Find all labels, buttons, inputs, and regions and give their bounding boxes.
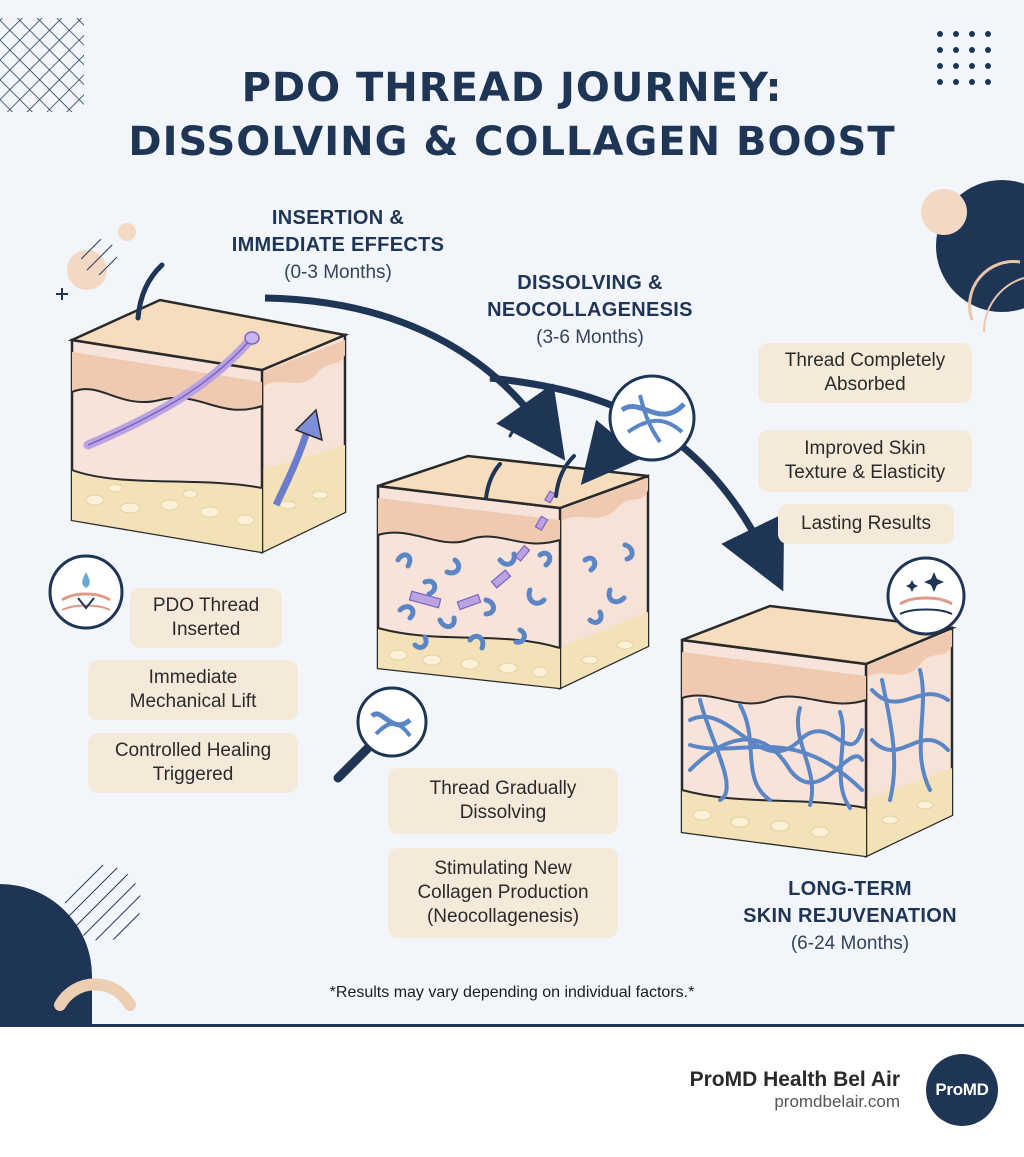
stage-3-heading-line-2: SKIN REJUVENATION: [743, 905, 957, 927]
stage-1-heading-line-1: INSERTION &: [271, 207, 405, 229]
stage-2-heading: DISSOLVING & NEOCOLLAGENESIS (3-6 Months…: [440, 270, 740, 351]
stage-2-heading-line-1: DISSOLVING &: [517, 272, 663, 294]
footer: [0, 1024, 1024, 1157]
lift-arrow-icon: [272, 427, 312, 507]
smooth-skin-callout-icon: [886, 556, 966, 636]
stage-1-heading-line-2: IMMEDIATE EFFECTS: [231, 234, 445, 256]
note-thread-completely-absorbed: Thread Completely Absorbed: [758, 343, 972, 403]
skin-block-stage-3: [680, 604, 957, 858]
peach-arc-decoration: [54, 978, 136, 1011]
stage-2-heading-line-2: NEOCOLLAGENESIS: [487, 299, 693, 321]
skin-layers-callout-icon: [48, 554, 124, 630]
peach-circle-decoration: [921, 189, 967, 235]
hatch-circle-decoration: [81, 239, 117, 275]
note-stimulating-new-collagen: Stimulating New Collagen Production (Neo…: [388, 848, 618, 938]
plus-icon: [56, 288, 68, 300]
collagen-magnifier-icon: [333, 686, 428, 783]
fiber-close-up-icon: [608, 374, 696, 462]
illustration-layer: [0, 18, 1024, 1024]
skin-block-stage-1: [67, 262, 350, 554]
title-line-2: DISSOLVING & COLLAGEN BOOST: [128, 119, 896, 165]
stage-2-period: (3-6 Months): [536, 327, 644, 348]
dot-grid-decoration: [937, 31, 991, 85]
peach-dot-decoration: [118, 223, 136, 241]
thread-fragments-icon: [408, 490, 556, 611]
collagen-fibers-icon: [395, 542, 635, 651]
brand-name: ProMD Health Bel Air: [689, 1068, 900, 1091]
note-pdo-thread-inserted: PDO Thread Inserted: [130, 588, 282, 648]
title-line-1: PDO THREAD JOURNEY:: [241, 65, 783, 111]
stage-1-period: (0-3 Months): [284, 262, 392, 283]
infographic: PDO THREAD JOURNEY: DISSOLVING & COLLAGE…: [0, 0, 1024, 1024]
note-thread-gradually-dissolving: Thread Gradually Dissolving: [388, 768, 618, 834]
collagen-mesh-icon: [688, 668, 950, 810]
disclaimer: *Results may vary depending on individua…: [329, 984, 695, 1001]
stripe-circle-decoration: [65, 865, 141, 941]
stage-3-period: (6-24 Months): [790, 933, 910, 954]
note-improved-skin-texture: Improved Skin Texture & Elasticity: [758, 430, 972, 492]
stage-3-heading-line-1: LONG-TERM: [788, 878, 912, 900]
stage-3-heading: LONG-TERM SKIN REJUVENATION (6-24 Months…: [700, 876, 1000, 957]
stage-1-heading: INSERTION & IMMEDIATE EFFECTS (0-3 Month…: [188, 205, 488, 286]
note-immediate-mechanical-lift: Immediate Mechanical Lift: [88, 660, 298, 720]
skin-block-stage-2: [376, 418, 650, 690]
needle-icon: [135, 262, 165, 321]
note-controlled-healing-triggered: Controlled Healing Triggered: [88, 733, 298, 793]
brand-url[interactable]: promdbelair.com: [774, 1092, 900, 1111]
journey-arrow-1: [264, 294, 566, 461]
note-lasting-results: Lasting Results: [778, 504, 954, 544]
crosshatch-decoration: [0, 18, 84, 112]
arc-decoration: [968, 260, 1021, 321]
promd-logo: ProMD: [926, 1054, 998, 1126]
